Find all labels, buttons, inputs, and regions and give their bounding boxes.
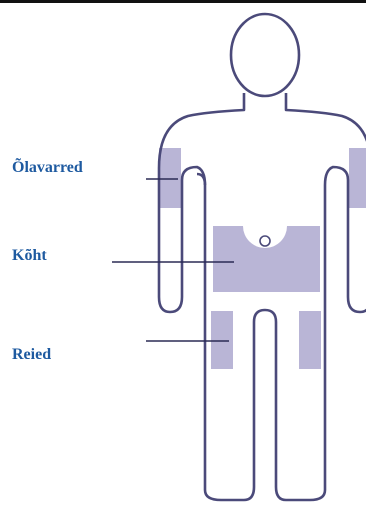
thighs-label: Reied	[12, 346, 51, 364]
navel	[260, 236, 270, 246]
right-thigh-zone	[299, 311, 321, 369]
left-upper-arm-zone	[159, 148, 181, 208]
right-upper-arm-zone	[349, 148, 366, 208]
head-outline	[231, 14, 299, 96]
left-inner-arm-outline	[197, 174, 205, 185]
abdomen-label: Kõht	[12, 247, 47, 265]
injection-zones	[159, 148, 366, 369]
upper-arms-label: Õlavarred	[12, 159, 83, 177]
left-thigh-zone	[211, 311, 233, 369]
torso-arms-legs-outline	[159, 93, 366, 500]
